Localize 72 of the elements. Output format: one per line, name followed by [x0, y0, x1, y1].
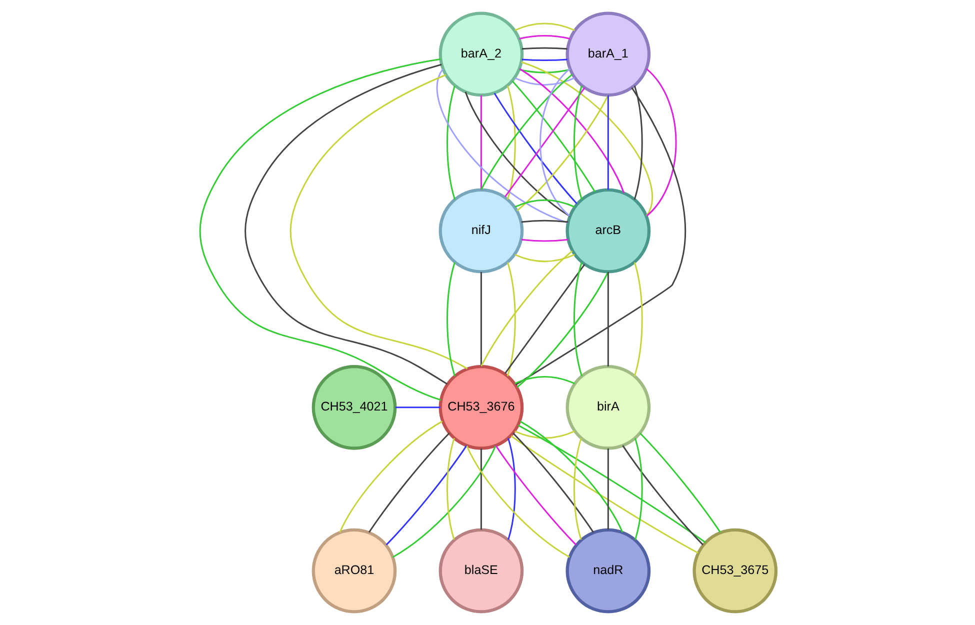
connector	[512, 432, 594, 533]
connector	[368, 432, 450, 533]
connector	[480, 250, 572, 367]
connector	[480, 74, 572, 190]
connector	[514, 87, 686, 386]
connector	[520, 220, 568, 223]
connector	[511, 80, 596, 192]
node-circle: CH53_3676	[438, 364, 524, 450]
connector	[518, 68, 570, 74]
connector	[244, 64, 448, 385]
connector	[506, 438, 516, 540]
connector	[514, 22, 574, 32]
node-circle: barA_2	[438, 12, 524, 97]
connector	[493, 92, 577, 204]
connector	[633, 86, 642, 200]
connector	[572, 86, 582, 200]
connector	[606, 272, 608, 366]
connector	[514, 376, 574, 384]
connector	[572, 438, 582, 540]
connector	[446, 86, 456, 200]
connector	[518, 68, 624, 194]
node-circle: birA	[565, 364, 650, 450]
connector	[436, 68, 568, 224]
connector	[516, 95, 608, 212]
connector	[645, 68, 676, 216]
connector	[446, 262, 456, 376]
connector	[639, 432, 720, 533]
node-circle: aRO81	[311, 528, 396, 614]
connector	[480, 272, 482, 366]
connector	[506, 86, 516, 200]
node-circle: nifJ	[438, 188, 524, 274]
connector	[464, 92, 570, 217]
connector	[606, 448, 608, 530]
connector	[520, 238, 568, 242]
connector	[517, 424, 706, 543]
node-circle: barA_1	[565, 12, 650, 97]
connector	[394, 406, 440, 408]
connector	[494, 445, 576, 546]
connector	[516, 272, 608, 388]
node-circle: CH53_3675	[692, 528, 778, 614]
connector	[518, 35, 570, 40]
connector	[521, 47, 567, 50]
connector	[539, 68, 570, 216]
connector	[338, 420, 442, 533]
connector	[510, 435, 698, 554]
connector	[514, 430, 574, 439]
connector	[634, 438, 642, 540]
connector	[514, 199, 574, 208]
connector	[446, 438, 454, 540]
connector	[480, 448, 482, 530]
connector	[521, 58, 567, 62]
connector	[622, 445, 703, 546]
connector	[514, 254, 574, 262]
connector	[392, 446, 496, 558]
connector	[504, 87, 585, 198]
connector	[572, 262, 582, 376]
connector	[480, 95, 482, 190]
node-circle: CH53_4021	[311, 364, 396, 450]
node-circle: blaSE	[438, 528, 524, 614]
connector	[289, 74, 468, 370]
connector	[633, 262, 642, 376]
connector	[514, 77, 574, 86]
connector	[466, 446, 570, 558]
node-circle: nadR	[565, 528, 650, 614]
connector	[520, 61, 652, 216]
connector	[198, 58, 441, 401]
connector	[519, 420, 623, 533]
connector	[504, 264, 585, 374]
node-circle: arcB	[565, 188, 650, 274]
connector	[385, 445, 467, 546]
connector	[506, 262, 516, 376]
connector	[606, 95, 608, 190]
